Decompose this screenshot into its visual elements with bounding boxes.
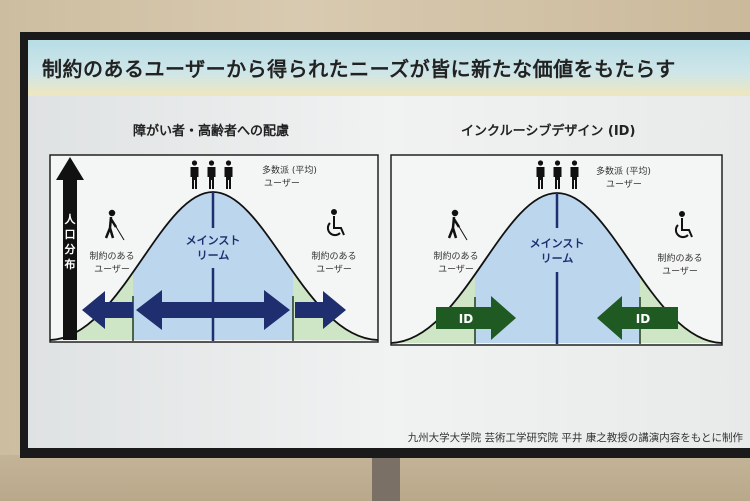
- constrained-user-left-label: 制約のある: [433, 250, 478, 262]
- constrained-user-right-label: 制約のある: [657, 252, 702, 264]
- left-outward-arrow: [82, 291, 133, 329]
- svg-text:ユーザー: ユーザー: [94, 264, 130, 275]
- wheelchair-icon: [326, 209, 345, 237]
- mainstream-label: メインスト: [186, 234, 241, 247]
- cane-user-icon: [104, 209, 125, 241]
- svg-text:ユーザー: ユーザー: [316, 264, 352, 275]
- majority-label: 多数派 (平均): [596, 165, 651, 177]
- svg-text:ユーザー: ユーザー: [438, 264, 474, 275]
- cane-user-icon: [447, 209, 468, 241]
- svg-text:リーム: リーム: [541, 252, 574, 265]
- left-heading: 障がい者・高齢者への配慮: [133, 124, 290, 139]
- slide-title: 制約のあるユーザーから得られたニーズが皆に新たな価値をもたらす: [42, 57, 676, 81]
- credit-footer: 九州大学大学院 芸術工学研究院 平井 康之教授の講演内容をもとに制作: [407, 432, 743, 444]
- constrained-user-right-label: 制約のある: [311, 250, 356, 262]
- constrained-user-left-label: 制約のある: [89, 250, 134, 262]
- svg-text:ID: ID: [636, 312, 650, 326]
- monitor-stand: [372, 455, 400, 501]
- svg-text:リーム: リーム: [197, 249, 230, 262]
- right-outward-arrow: [295, 291, 346, 329]
- mainstream-double-arrow: [136, 290, 290, 330]
- majority-label: 多数派 (平均): [262, 164, 317, 176]
- population-axis-label: 人 口 分 布: [65, 212, 77, 271]
- id-inward-arrow-left: [436, 296, 516, 340]
- right-heading: インクルーシブデザイン (ID): [461, 124, 636, 139]
- wheelchair-icon: [674, 211, 693, 239]
- svg-text:ID: ID: [459, 312, 473, 326]
- left-diagram: 人 口 分 布 多数派 (平均) ユーザー メインスト リーム 制約のある ユー…: [49, 154, 379, 343]
- svg-text:ユーザー: ユーザー: [606, 179, 642, 190]
- svg-text:口: 口: [65, 228, 76, 241]
- right-diagram: ID ID 多数派 (平均) ユーザー メインスト リーム 制約のある ユーザー…: [390, 154, 723, 346]
- svg-text:ユーザー: ユーザー: [264, 178, 300, 189]
- svg-text:人: 人: [65, 212, 77, 226]
- population-axis-arrow: [56, 157, 84, 340]
- svg-text:分: 分: [65, 242, 76, 256]
- slide-header: 制約のあるユーザーから得られたニーズが皆に新たな価値をもたらす: [28, 40, 750, 96]
- svg-text:布: 布: [65, 257, 76, 271]
- mainstream-label: メインスト: [530, 237, 585, 250]
- svg-text:ユーザー: ユーザー: [662, 266, 698, 277]
- id-inward-arrow-right: [597, 296, 678, 340]
